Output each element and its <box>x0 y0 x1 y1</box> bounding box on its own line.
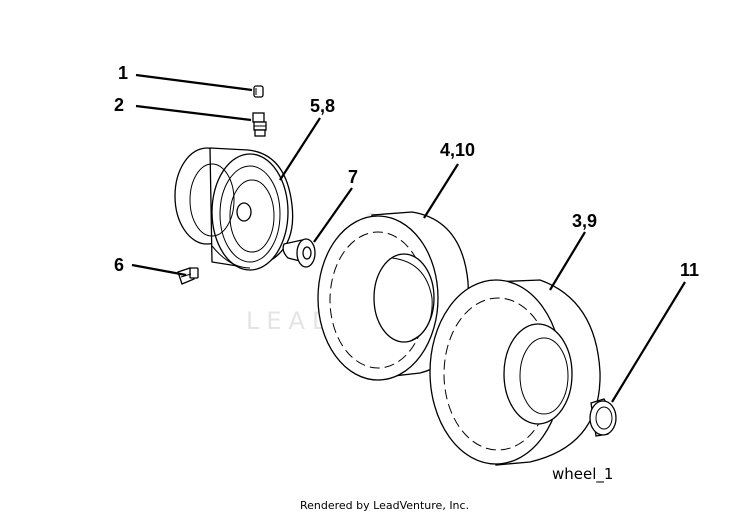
leader-line-1 <box>135 73 253 92</box>
callout-6: 6 <box>114 255 124 275</box>
callout-11: 11 <box>680 260 699 280</box>
callout-1: 1 <box>118 63 128 83</box>
callout-3-9: 3,9 <box>572 211 597 231</box>
callout-labels: 1 2 5,8 7 4,10 3,9 6 11 <box>114 63 699 280</box>
leader-lines <box>131 73 686 403</box>
leader-line-6 <box>131 263 187 277</box>
leader-line-11 <box>611 281 686 403</box>
valve-cap[interactable] <box>253 85 264 98</box>
hub-cap[interactable] <box>589 398 617 437</box>
wheel-rim[interactable] <box>174 147 294 271</box>
leader-line-2 <box>135 104 252 122</box>
leader-line-410 <box>423 163 459 219</box>
callout-2: 2 <box>114 95 124 115</box>
leader-line-7 <box>313 187 353 243</box>
callout-7: 7 <box>348 167 358 187</box>
callout-5-8: 5,8 <box>310 96 335 116</box>
hex-screw[interactable] <box>177 267 199 285</box>
valve-stem[interactable] <box>252 112 267 137</box>
tire-front[interactable] <box>317 211 469 381</box>
leader-line-39 <box>549 231 586 291</box>
callout-4-10: 4,10 <box>440 140 475 160</box>
axle-bushing[interactable] <box>282 238 316 268</box>
footer-credit: Rendered by LeadVenture, Inc. <box>300 499 469 512</box>
leader-line-58 <box>279 117 321 181</box>
tire-rear[interactable] <box>429 279 601 466</box>
figure-id: wheel_1 <box>552 465 613 484</box>
